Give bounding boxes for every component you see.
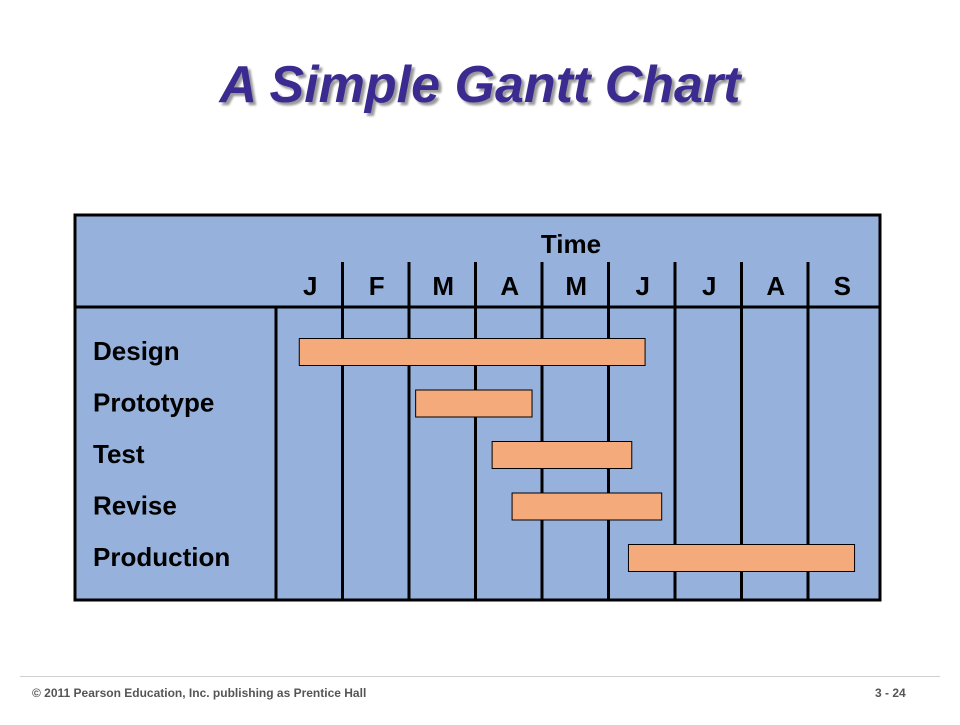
task-label: Revise <box>93 491 177 521</box>
task-label: Production <box>93 542 230 572</box>
copyright-text: © 2011 Pearson Education, Inc. publishin… <box>32 686 367 700</box>
month-label: M <box>565 271 587 301</box>
month-label: A <box>500 271 519 301</box>
task-bar <box>415 389 533 418</box>
slide-title: A Simple Gantt Chart <box>219 56 741 114</box>
task-label: Design <box>93 336 180 366</box>
task-bar <box>511 492 663 521</box>
task-label: Test <box>93 439 145 469</box>
month-label: J <box>702 271 716 301</box>
month-label: J <box>303 271 317 301</box>
task-bars <box>298 338 856 572</box>
page-number: 3 - 24 <box>875 686 906 700</box>
footer-divider <box>20 676 940 677</box>
task-label: Prototype <box>93 388 214 418</box>
month-label: S <box>834 271 851 301</box>
time-axis-label: Time <box>541 229 601 259</box>
month-label: A <box>766 271 785 301</box>
month-label: M <box>432 271 454 301</box>
task-bar <box>298 338 646 366</box>
task-bar <box>627 544 856 572</box>
task-bar <box>491 441 633 469</box>
month-gridlines <box>274 262 810 600</box>
month-label: J <box>636 271 650 301</box>
month-label: F <box>369 271 385 301</box>
